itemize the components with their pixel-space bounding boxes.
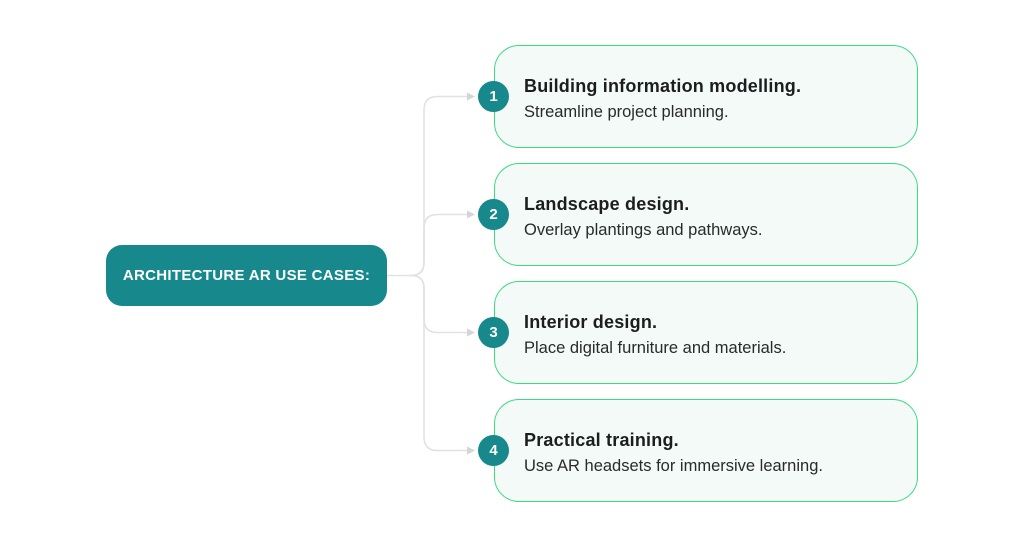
card-practical-training: Practical training. Use AR headsets for … [494,399,918,502]
arrowhead-4-icon [467,446,475,455]
card-title: Landscape design. [524,194,690,214]
step-number-badge-3: 3 [478,317,509,348]
step-number: 1 [489,88,498,105]
card-landscape-design: Landscape design. Overlay plantings and … [494,163,918,266]
connector-branch-1 [410,95,468,277]
connector-branch-3 [410,274,468,334]
card-description: Use AR headsets for immersive learning. [524,457,823,475]
connector-branch-4 [410,274,468,452]
connector-branch-2 [410,213,468,277]
card-title: Practical training. [524,430,679,450]
card-description: Place digital furniture and materials. [524,339,787,357]
step-number-badge-1: 1 [478,81,509,112]
step-number-badge-4: 4 [478,435,509,466]
step-number: 3 [489,324,498,341]
arrowhead-2-icon [467,210,475,219]
step-number: 4 [489,442,498,459]
card-interior-design: Interior design. Place digital furniture… [494,281,918,384]
card-description: Overlay plantings and pathways. [524,221,763,239]
step-number: 2 [489,206,498,223]
card-building-information-modelling: Building information modelling. Streamli… [494,45,918,148]
root-node: ARCHITECTURE AR USE CASES: [106,245,387,306]
card-title: Interior design. [524,312,658,332]
step-number-badge-2: 2 [478,199,509,230]
root-node-label: ARCHITECTURE AR USE CASES: [122,267,371,284]
arrowhead-1-icon [467,92,475,101]
card-title: Building information modelling. [524,76,802,96]
arrowhead-3-icon [467,328,475,337]
card-description: Streamline project planning. [524,103,729,121]
